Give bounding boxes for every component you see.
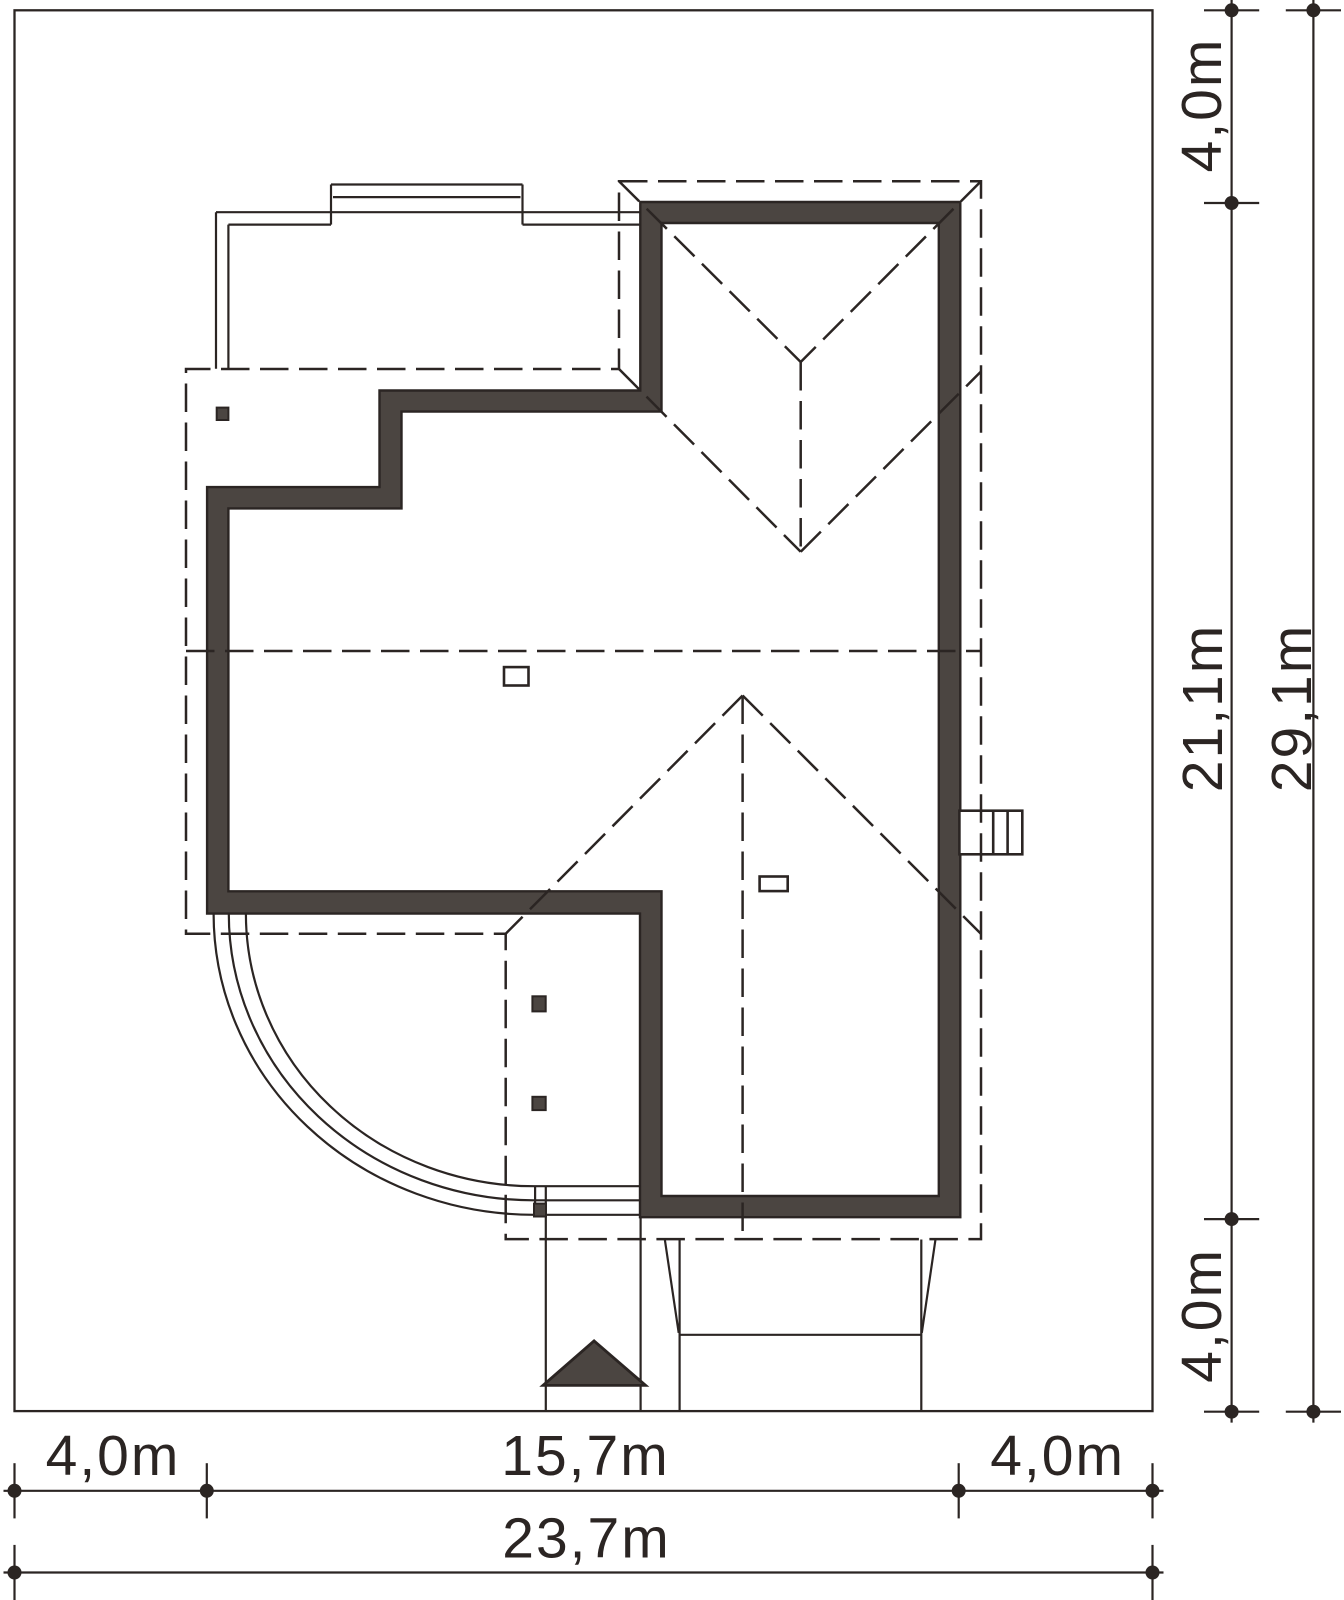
svg-text:4,0m: 4,0m	[1170, 38, 1234, 173]
svg-text:23,7m: 23,7m	[502, 1507, 670, 1571]
svg-text:4,0m: 4,0m	[46, 1424, 181, 1488]
svg-text:29,1m: 29,1m	[1260, 624, 1324, 792]
svg-text:4,0m: 4,0m	[990, 1424, 1125, 1488]
svg-text:21,1m: 21,1m	[1171, 624, 1235, 792]
svg-text:4,0m: 4,0m	[1170, 1248, 1234, 1383]
svg-text:15,7m: 15,7m	[501, 1424, 669, 1488]
